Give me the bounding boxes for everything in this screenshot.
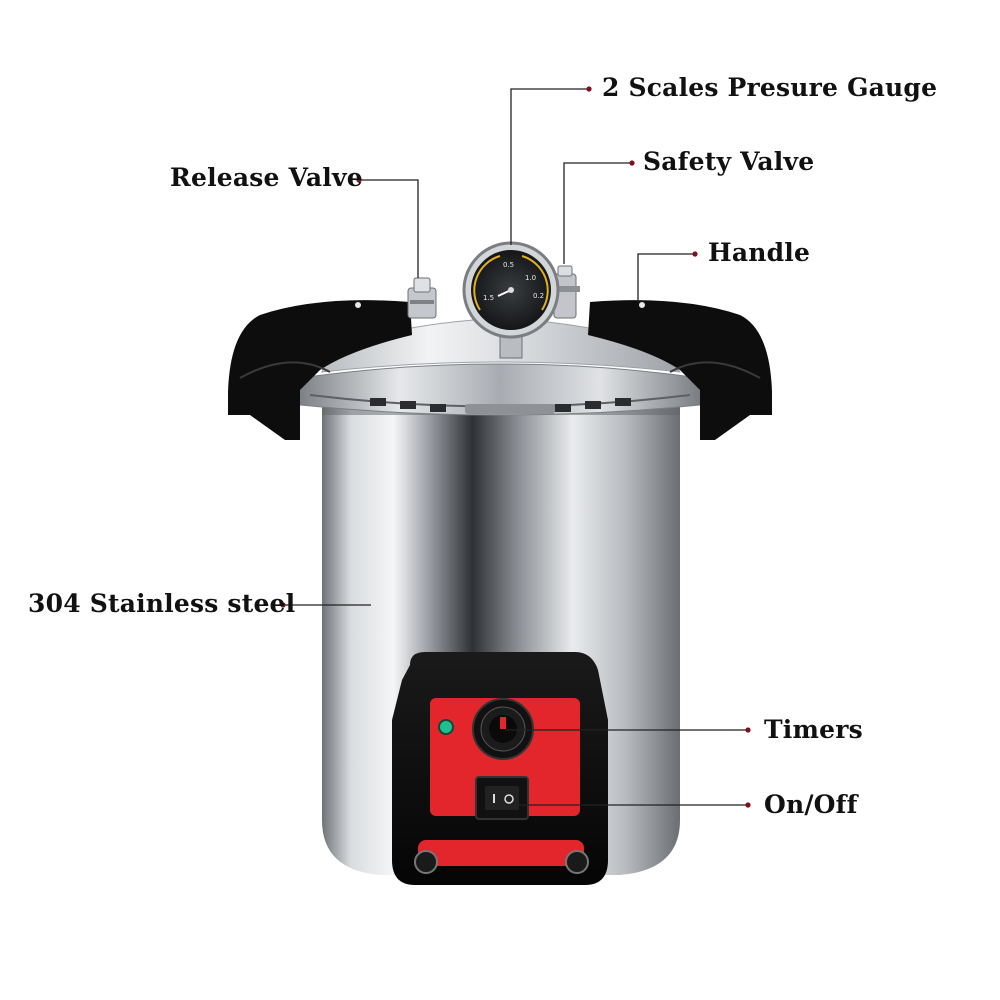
- leader-line-gauge: [510, 88, 588, 245]
- gauge-mark-4: 0.2: [533, 292, 544, 300]
- gauge-mark-1: 0.5: [503, 261, 514, 269]
- dot-on-off: [745, 802, 751, 808]
- power-switch[interactable]: [475, 776, 529, 820]
- label-pressure-gauge: 2 Scales Presure Gauge: [602, 73, 938, 102]
- release-valve: [407, 277, 437, 319]
- label-on-off: On/Off: [764, 790, 858, 819]
- control-box: [392, 652, 608, 885]
- lid-rim: [299, 363, 701, 416]
- timer-dial[interactable]: [472, 698, 534, 760]
- right-handle: [588, 300, 772, 440]
- label-release-valve: Release Valve: [170, 163, 363, 192]
- left-fuse-cap: [414, 850, 438, 874]
- dot-safety-valve: [629, 160, 635, 166]
- dot-stainless: [280, 602, 286, 608]
- label-timers: Timers: [764, 715, 863, 744]
- leader-line-handle: [637, 253, 694, 302]
- leader-line-safety-valve: [563, 162, 631, 264]
- safety-valve: [550, 265, 580, 319]
- right-fuse-cap: [565, 850, 589, 874]
- label-handle: Handle: [708, 238, 811, 267]
- leader-line-release-valve: [360, 179, 419, 278]
- left-handle: [228, 300, 412, 440]
- label-stainless-steel: 304 Stainless steel: [28, 589, 296, 618]
- gauge-mark-3: 1.5: [483, 294, 494, 302]
- indicator-light: [438, 719, 454, 735]
- dot-release-valve: [356, 177, 362, 183]
- leader-lines: [284, 88, 747, 806]
- label-safety-valve: Safety Valve: [643, 147, 815, 176]
- leader-dots: [280, 86, 751, 808]
- dot-gauge: [586, 86, 592, 92]
- dot-handle: [692, 251, 698, 257]
- pressure-gauge: 0.5 1.0 1.5 0.2: [462, 241, 560, 359]
- gauge-mark-2: 1.0: [525, 274, 536, 282]
- dot-timers: [745, 727, 751, 733]
